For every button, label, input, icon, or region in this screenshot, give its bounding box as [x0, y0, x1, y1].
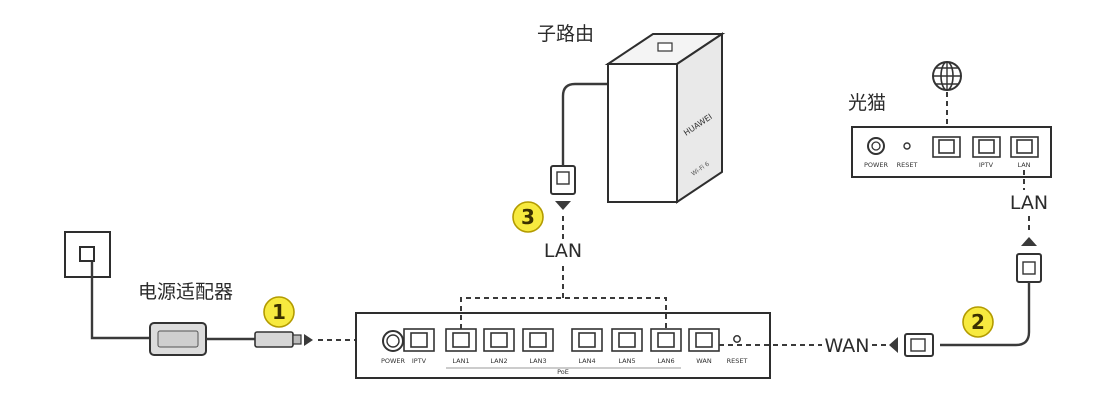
port-label-reset: RESET	[727, 357, 748, 365]
step-badge-3: 3	[512, 201, 544, 233]
ethernet-plug-icon-sub	[550, 165, 576, 195]
port-label-lan2: LAN2	[490, 357, 507, 365]
port-iptv	[403, 328, 435, 352]
port-wan	[688, 328, 720, 352]
port-label-lan6: LAN6	[657, 357, 674, 365]
port-label-power: POWER	[381, 357, 406, 365]
modem-port-lan	[1010, 136, 1039, 158]
port-label-wan: WAN	[696, 357, 712, 365]
power-button	[382, 330, 404, 352]
modem-label-reset: RESET	[897, 161, 918, 169]
ethernet-plug-icon-wan	[904, 333, 934, 357]
optical-modem: POWER RESET IPTV LAN	[851, 126, 1052, 178]
modem-label-power: POWER	[864, 161, 889, 169]
power-outlet-icon	[64, 231, 111, 278]
port-lan2	[483, 328, 515, 352]
port-label-lan4: LAN4	[578, 357, 595, 365]
wan-label: WAN	[825, 335, 870, 357]
step-badge-1: 1	[263, 296, 295, 328]
port-lan5	[611, 328, 643, 352]
port-lan1	[445, 328, 477, 352]
reset-hole	[733, 335, 741, 343]
step-badge-2: 2	[962, 306, 994, 338]
port-label-lan1: LAN1	[452, 357, 469, 365]
port-label-lan5: LAN5	[618, 357, 635, 365]
port-label-lan3: LAN3	[529, 357, 546, 365]
main-router: POWER IPTV LAN1 LAN2 LAN3 LAN4	[355, 312, 771, 379]
svg-text:1: 1	[272, 300, 286, 324]
lan-label-right: LAN	[1010, 192, 1048, 214]
sub-router-label: 子路由	[537, 23, 594, 45]
poe-label: PoE	[557, 368, 569, 376]
svg-text:3: 3	[521, 205, 535, 229]
optical-modem-label: 光猫	[848, 92, 886, 114]
ethernet-plug-icon-modem	[1016, 253, 1042, 283]
lan-label-mid: LAN	[544, 240, 582, 262]
modem-label-lan: LAN	[1017, 161, 1030, 169]
svg-text:2: 2	[971, 310, 985, 334]
power-adapter-label: 电源适配器	[138, 281, 233, 303]
port-lan4	[571, 328, 603, 352]
power-plug-icon	[254, 331, 302, 348]
modem-port-iptv	[972, 136, 1001, 158]
port-lan6	[650, 328, 682, 352]
port-lan3	[522, 328, 554, 352]
modem-port-wan	[932, 136, 961, 158]
power-adapter-icon	[149, 322, 207, 356]
modem-label-iptv: IPTV	[979, 161, 994, 169]
port-label-iptv: IPTV	[412, 357, 427, 365]
sub-router: HUAWEI Wi-Fi 6	[604, 32, 726, 204]
globe-icon	[932, 61, 962, 91]
